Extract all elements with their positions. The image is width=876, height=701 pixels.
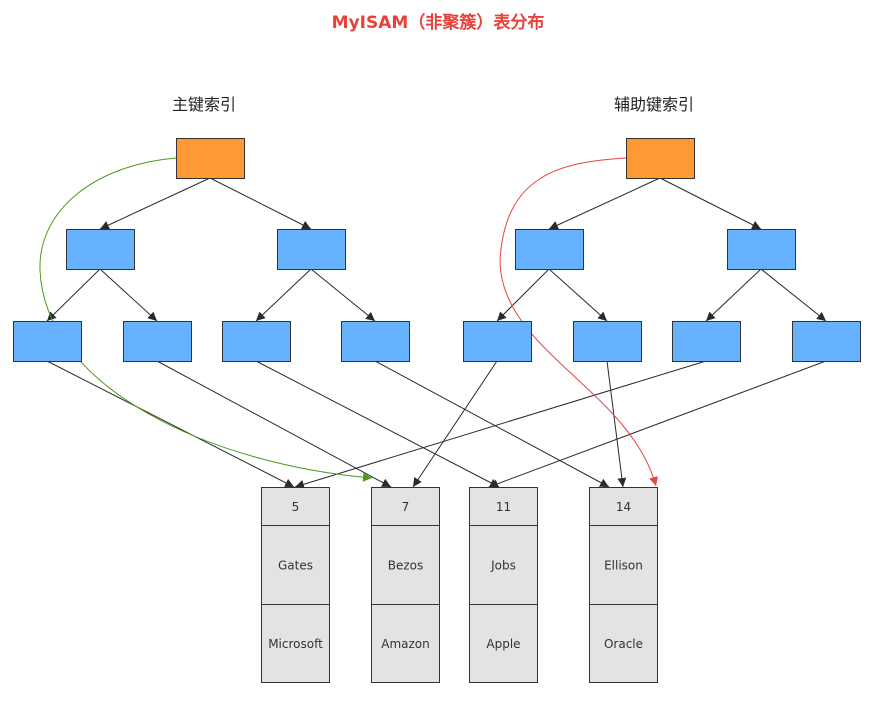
record-pointer-edge	[606, 360, 627, 488]
index-node	[672, 321, 741, 362]
record-pointer-edge	[412, 360, 498, 488]
tree-edge	[548, 177, 661, 230]
record-pointer-edge	[374, 360, 610, 488]
index-node	[463, 321, 532, 362]
primary-index-root-node	[176, 138, 245, 179]
record-block	[589, 487, 658, 683]
primary-index-label: 主键索引	[172, 95, 237, 114]
diagram-title: MyISAM（非聚簇）表分布	[331, 13, 545, 33]
record-company: Amazon	[381, 637, 430, 651]
record-block	[469, 487, 538, 683]
record-block	[371, 487, 440, 683]
secondary-index-label: 辅助键索引	[614, 95, 695, 114]
tree-edge	[99, 268, 158, 322]
record-key: 5	[292, 500, 300, 514]
index-node	[222, 321, 291, 362]
tree-edge	[548, 268, 608, 322]
tree-edge	[310, 268, 376, 322]
record-pointer-edge	[294, 360, 707, 489]
tree-edge	[99, 177, 211, 230]
record-key: 11	[496, 500, 511, 514]
record-company: Apple	[486, 637, 520, 651]
record-name: Bezos	[388, 559, 424, 573]
tree-edge	[46, 268, 101, 322]
tree-edge	[255, 268, 312, 322]
index-node	[13, 321, 82, 362]
record-block	[261, 487, 330, 683]
index-node	[792, 321, 861, 362]
index-node	[341, 321, 410, 362]
index-node	[66, 229, 135, 270]
record-pointer-edge	[488, 360, 827, 489]
tree-edge	[705, 268, 762, 322]
secondary-index-root-node	[626, 138, 695, 179]
record-pointer-edge	[255, 360, 500, 488]
record-key: 14	[616, 500, 631, 514]
tree-edge	[659, 177, 762, 230]
record-company: Microsoft	[268, 637, 323, 651]
record-name: Gates	[278, 559, 313, 573]
record-key: 7	[402, 500, 410, 514]
record-name: Jobs	[490, 559, 516, 573]
tree-edge	[209, 177, 312, 230]
secondary-lookup-path	[499, 157, 658, 487]
tree-edge	[496, 268, 550, 322]
index-node	[123, 321, 192, 362]
primary-lookup-path	[39, 157, 373, 482]
record-pointer-edge	[46, 360, 295, 488]
record-pointer-edge	[156, 360, 392, 488]
record-name: Ellison	[604, 559, 643, 573]
index-node	[573, 321, 642, 362]
index-node	[277, 229, 346, 270]
tree-edge	[760, 268, 827, 322]
index-node	[727, 229, 796, 270]
index-node	[515, 229, 584, 270]
record-company: Oracle	[604, 637, 643, 651]
